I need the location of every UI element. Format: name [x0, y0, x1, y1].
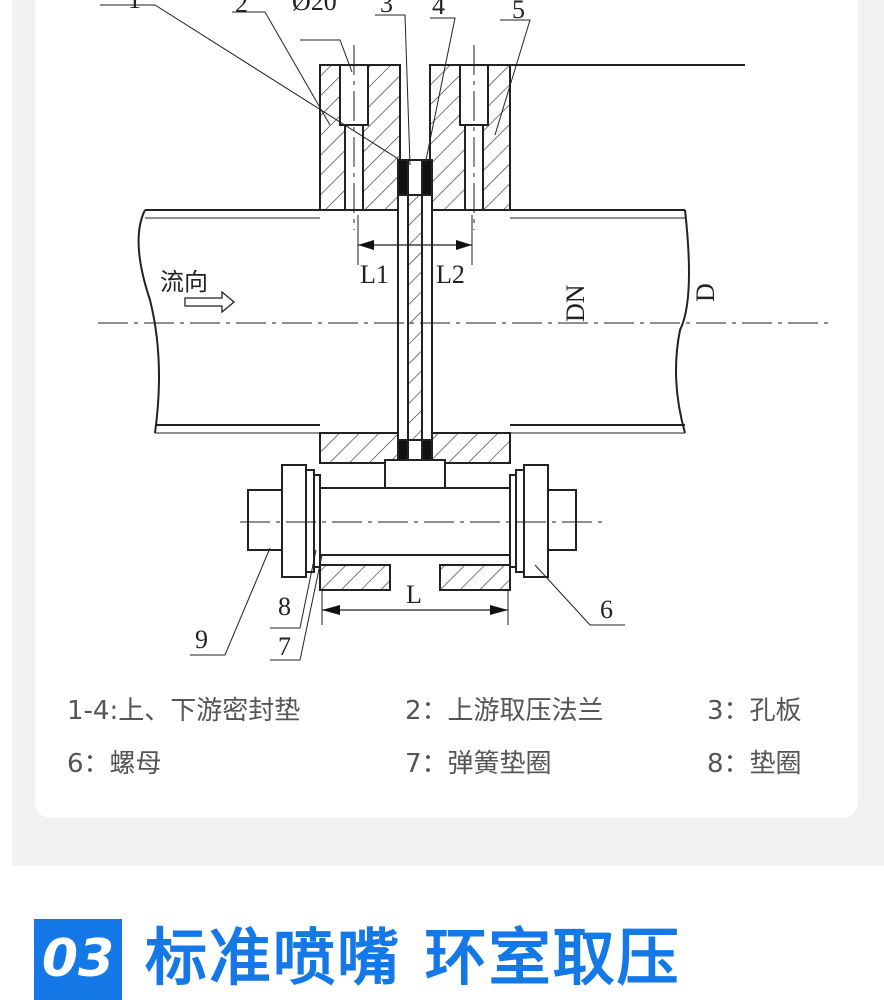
diameter-label: Ø20: [292, 0, 337, 16]
part-label-8: 8: [278, 592, 291, 621]
section-number-badge: 03: [34, 919, 122, 1000]
part-label-4: 4: [432, 0, 445, 20]
orifice-flange-diagram: 1 2 Ø20 3 4 5 6 7 8 9 L1 L2 L DN D 流向: [98, 0, 833, 661]
dim-dn: DN: [561, 284, 590, 322]
legend-item: 7：弹簧垫圈: [405, 749, 552, 779]
part-label-5: 5: [512, 0, 525, 24]
part-label-7: 7: [278, 632, 291, 661]
part-label-6: 6: [600, 595, 613, 624]
legend-item: 2：上游取压法兰: [405, 696, 604, 726]
dim-l2: L2: [436, 260, 465, 289]
part-label-3: 3: [380, 0, 393, 18]
dim-l1: L1: [360, 260, 389, 289]
legend-item: 1-4:上、下游密封垫: [67, 696, 301, 726]
dim-l: L: [406, 580, 422, 609]
part-label-2: 2: [235, 0, 248, 18]
legend-item: 3：孔板: [707, 696, 802, 726]
section-title: 标准喷嘴 环室取压: [145, 921, 681, 994]
legend-item: 8：垫圈: [707, 749, 802, 779]
dim-d: D: [691, 283, 720, 302]
part-label-9: 9: [195, 625, 208, 654]
legend-item: 6：螺母: [67, 749, 162, 779]
part-label-1: 1: [128, 0, 141, 14]
flow-direction-label: 流向: [160, 269, 208, 296]
